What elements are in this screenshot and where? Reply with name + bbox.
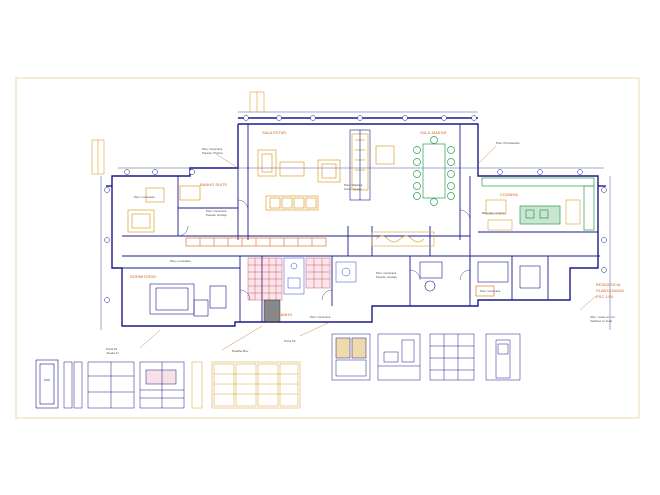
svg-text:Piso: Laminado: Piso: Laminado xyxy=(170,259,191,263)
detail-panel-tiles xyxy=(191,361,301,409)
room-label-bedroom-master: DORMITORIO xyxy=(130,274,156,279)
detail-panel-elevation-1 xyxy=(331,333,371,381)
svg-text:Bancada: Granito: Bancada: Granito xyxy=(482,211,506,215)
room-label-living: SALA ESTAR xyxy=(262,130,286,135)
svg-text:Parede: Azulejo: Parede: Azulejo xyxy=(206,213,227,217)
svg-text:Forro: Gesso: Forro: Gesso xyxy=(344,187,362,191)
svg-text:Parede: Pintura: Parede: Pintura xyxy=(202,151,223,155)
master-bedroom-furniture xyxy=(149,283,227,317)
sheet-border xyxy=(15,77,640,419)
bath-tiles-red xyxy=(247,257,331,301)
room-label-bath: BANHO xyxy=(278,312,292,317)
bath-tiles-blue xyxy=(283,257,357,295)
svg-text:Detalhe Box: Detalhe Box xyxy=(232,349,249,353)
annotation-leaders xyxy=(139,145,597,351)
title-line-2: PLANTA BAIXA xyxy=(596,288,624,293)
room-label-bedroom-upper: BANHO SUITE xyxy=(200,182,227,187)
section-marker-top xyxy=(91,91,265,175)
svg-text:Piso: Laminado: Piso: Laminado xyxy=(134,195,155,199)
kitchen-cabinets xyxy=(485,199,581,231)
detail-panel-elevation-2 xyxy=(377,333,421,381)
room-label-dining: SALA JANTAR xyxy=(420,130,446,135)
svg-text:Verificar no local: Verificar no local xyxy=(590,319,612,323)
bedroom-upper-furniture xyxy=(127,185,201,233)
svg-text:Janela J1: Janela J1 xyxy=(106,351,119,355)
annotation-text-blocks: Piso: Ceramica Parede: Pintura Piso: Mad… xyxy=(106,141,520,355)
svg-text:Piso: Ceramica: Piso: Ceramica xyxy=(376,271,397,275)
detail-panel-elevation-3 xyxy=(429,333,475,381)
room-label-kitchen: COZINHA xyxy=(500,192,518,197)
svg-text:Piso: Porcelanato: Piso: Porcelanato xyxy=(496,141,520,145)
title-line-1: RESIDENCIA xyxy=(596,282,621,287)
svg-text:Porta P1: Porta P1 xyxy=(106,347,118,351)
detail-panel-door xyxy=(35,359,59,409)
dining-table xyxy=(413,136,455,206)
svg-text:Piso: Ceramica: Piso: Ceramica xyxy=(202,147,223,151)
living-room-furniture xyxy=(257,133,395,211)
svg-text:Piso: Ceramica: Piso: Ceramica xyxy=(310,315,331,319)
title-line-3: ESC 1:50 xyxy=(596,294,614,299)
grid-axis-dims xyxy=(100,111,611,330)
detail-panel-frames xyxy=(63,361,83,409)
grid-axis-markers xyxy=(104,115,607,303)
detail-panel-shelves xyxy=(139,361,185,409)
title-block: RESIDENCIA PLANTA BAIXA ESC 1:50 Obs.: c… xyxy=(590,282,624,323)
kitchen-fixtures xyxy=(481,177,595,231)
floor-plan: BANHO SUITE SALA ESTAR SALA JANTAR COZIN… xyxy=(91,91,624,355)
detail-panel-dots-1 xyxy=(87,361,135,409)
door-swings xyxy=(177,199,471,301)
svg-text:Obs.: cotas em cm: Obs.: cotas em cm xyxy=(590,315,616,319)
service-area-fixtures xyxy=(419,261,541,297)
stair-core xyxy=(349,129,371,201)
svg-text:Porta P2: Porta P2 xyxy=(284,339,296,343)
corridor-cabinets xyxy=(185,231,435,247)
svg-text:Piso: Ceramica: Piso: Ceramica xyxy=(480,289,501,293)
svg-text:Parede: Azulejo: Parede: Azulejo xyxy=(376,275,397,279)
detail-panel-door-elevation xyxy=(485,333,521,381)
svg-text:Piso: Madeira: Piso: Madeira xyxy=(344,183,363,187)
shower-stall xyxy=(263,299,281,323)
svg-text:Piso: Ceramica: Piso: Ceramica xyxy=(206,209,227,213)
